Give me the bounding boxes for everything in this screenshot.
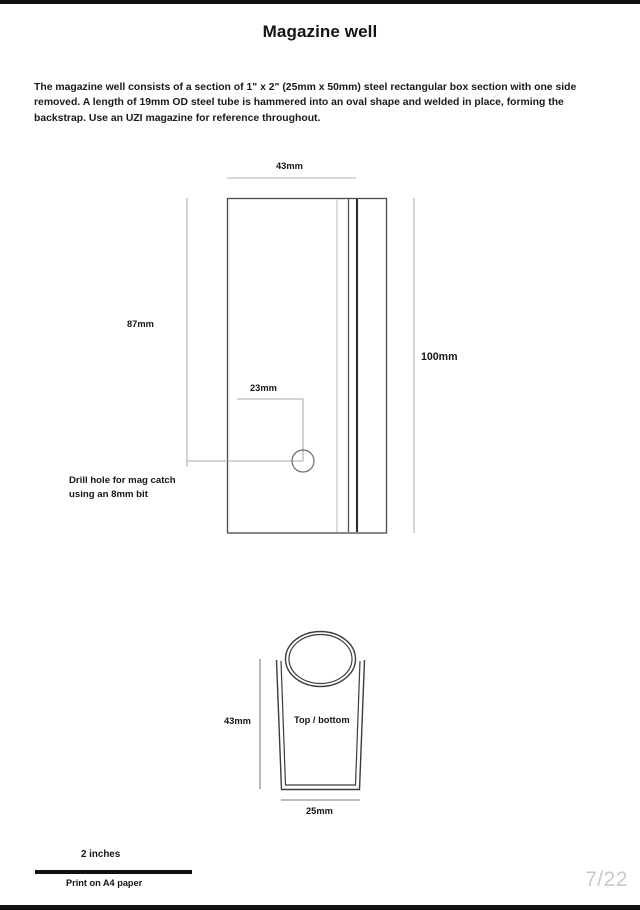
scale-bar-label: 2 inches <box>81 849 121 860</box>
label-87mm-height: 87mm <box>127 319 154 329</box>
note-drill-hole: Drill hole for mag catch using an 8mm bi… <box>69 475 176 500</box>
page-title: Magazine well <box>262 22 378 41</box>
drill-hole-circle <box>291 449 315 473</box>
print-instruction: Print on A4 paper <box>66 878 143 888</box>
backstrap-tube-inner-oval <box>288 633 353 685</box>
channel-inner-wall <box>280 660 361 786</box>
label-end-43mm: 43mm <box>224 716 251 726</box>
magazine-well-body-outline <box>226 197 388 534</box>
channel-outer-wall <box>275 659 366 791</box>
page-number: 7/22 <box>585 868 628 891</box>
label-100mm-height: 100mm <box>421 351 458 363</box>
scale-bar <box>35 870 192 874</box>
page-top-border <box>0 0 640 4</box>
label-23mm-offset: 23mm <box>250 383 277 393</box>
label-top-bottom-view: Top / bottom <box>294 715 350 725</box>
page-bottom-border <box>0 905 640 910</box>
label-43mm-width: 43mm <box>276 161 303 171</box>
intro-paragraph: The magazine well consists of a section … <box>34 82 577 124</box>
label-end-25mm: 25mm <box>306 806 333 816</box>
